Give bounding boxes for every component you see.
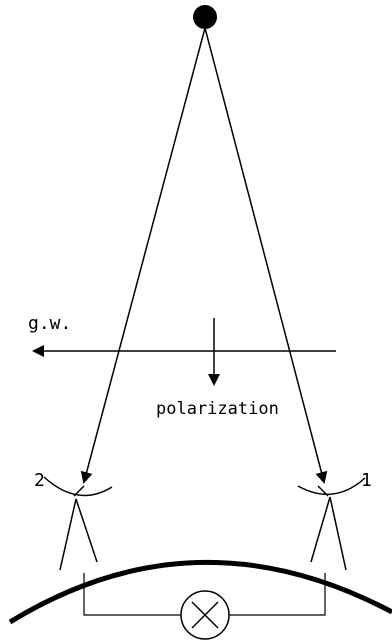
correlator-wire	[83, 573, 181, 616]
antenna-1	[297, 477, 366, 571]
antenna-2	[43, 476, 113, 571]
correlator-icon	[180, 590, 230, 640]
ray-to-antenna-1	[204, 27, 328, 484]
antenna-1-dish	[297, 477, 366, 496]
antenna-2-dish	[43, 476, 113, 497]
earth-surface	[8, 559, 392, 625]
polarization-label: polarization	[156, 399, 279, 419]
source-dot	[193, 5, 217, 29]
correlator-wire-right	[229, 573, 326, 616]
gw-label: g.w.	[28, 313, 71, 334]
antenna-2-label: 2	[34, 470, 45, 491]
antenna-1-label: 1	[361, 470, 372, 491]
ray-to-antenna-2	[80, 27, 206, 484]
